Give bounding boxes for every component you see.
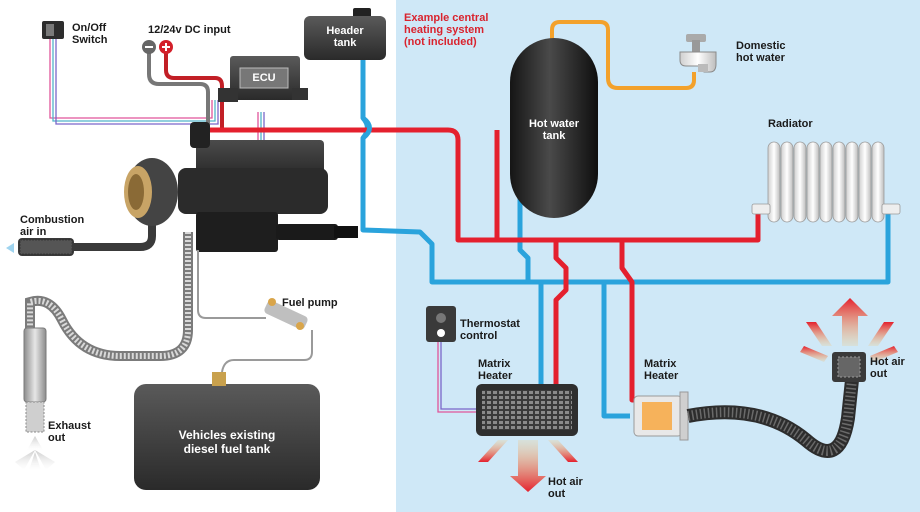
hot-air-arrows-bottom: [478, 440, 578, 492]
hot-air-out-right-label: Hot air out: [870, 356, 905, 380]
hot-air-vent: [832, 352, 866, 382]
matrix-heater-right-label: Matrix Heater: [644, 358, 679, 382]
dc-terminals: [142, 40, 173, 54]
diesel-heater-unit: [124, 122, 358, 252]
control-wiring: [49, 38, 476, 413]
fuel-lines: [197, 250, 313, 373]
domestic-tap: [679, 34, 717, 73]
exhaust-out-label: Exhaust out: [48, 420, 91, 444]
diesel-fuel-tank: [134, 372, 320, 490]
ecu-box: [218, 56, 308, 102]
domestic-hot-water-label: Domestic hot water: [736, 40, 786, 64]
fuel-pump-device: [264, 298, 308, 330]
dc-input-label: 12/24v DC input: [148, 24, 231, 36]
fuel-tank-label: Vehicles existing diesel fuel tank: [178, 428, 276, 456]
pipe-crossover: [361, 116, 372, 140]
fuel-pump-label: Fuel pump: [282, 297, 338, 309]
hot-air-duct-ribs: [687, 379, 857, 456]
header-tank-label: Header tank: [326, 25, 364, 49]
on-off-switch-label: On/Off Switch: [72, 22, 108, 46]
matrix-heater-right: [633, 391, 689, 441]
example-system-label: Example central heating system (not incl…: [404, 12, 489, 48]
radiator: [751, 141, 901, 223]
hot-air-arrows-right: [800, 298, 898, 362]
domestic-hot-water-pipe: [550, 20, 696, 90]
hot-water-tank: [510, 38, 598, 218]
thermostat-control-label: Thermostat control: [460, 318, 520, 342]
hot-air-out-bottom-label: Hot air out: [548, 476, 583, 500]
combustion-air-intake: [6, 210, 156, 256]
header-tank: [304, 8, 386, 60]
matrix-heater-left: [476, 384, 578, 436]
combustion-air-in-label: Combustion air in: [20, 214, 85, 238]
exhaust-smoke: [15, 436, 55, 470]
ecu-label: ECU: [252, 72, 276, 84]
matrix-heater-left-label: Matrix Heater: [478, 358, 513, 382]
exhaust-pipe: [23, 232, 193, 433]
dc-input-leads: [147, 50, 224, 130]
on-off-switch: [42, 21, 64, 39]
thermostat-control: [426, 306, 456, 342]
hot-water-tank-label: Hot water tank: [528, 118, 580, 142]
radiator-label: Radiator: [768, 118, 813, 130]
